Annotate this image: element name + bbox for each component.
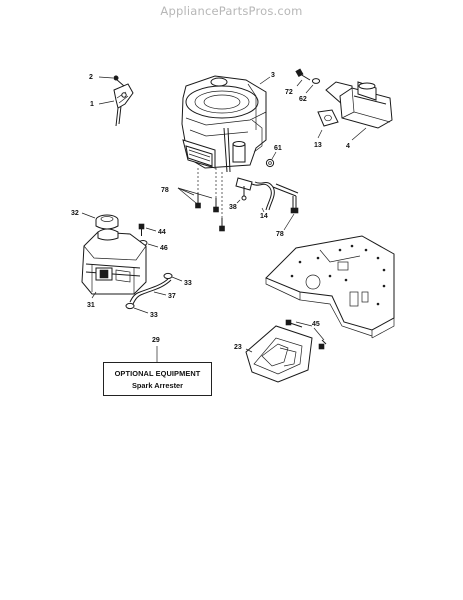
callout-45: 45 [312,321,320,328]
watermark-text: AppliancePartsPros.com [160,4,303,18]
heat-shield-part-23 [245,325,313,383]
muffler-part-4 [317,81,393,129]
washer-part-62 [311,78,321,84]
callout-29: 29 [152,337,160,344]
clamp-part-33-upper [163,272,173,280]
bolts-part-45 [285,319,327,350]
callout-1: 1 [90,101,94,108]
callout-46: 46 [160,245,168,252]
bolt-part-72 [295,68,311,81]
callout-4: 4 [346,143,350,150]
callout-2: 2 [89,74,93,81]
bracket-part-1 [113,83,134,127]
bolts-part-78-left [195,168,225,232]
optional-equipment-title: OPTIONAL EQUIPMENT [114,369,201,378]
screw-part-2 [113,75,125,87]
callout-23: 23 [234,344,242,351]
callout-33-lower: 33 [150,312,158,319]
fuel-valve-part-38 [235,177,253,201]
fuel-line-part-37 [129,278,172,305]
callout-32: 32 [71,210,79,217]
callout-33-upper: 33 [184,280,192,287]
nut-part-61 [265,158,275,168]
callout-14: 14 [260,213,268,220]
callout-78-left: 78 [161,187,169,194]
callout-61: 61 [274,145,282,152]
callout-3: 3 [271,72,275,79]
fuel-line-part-14 [251,181,299,211]
chassis-frame [265,235,395,339]
bolt-part-78-right [290,196,299,214]
callout-31: 31 [87,302,95,309]
bolt-part-44 [138,223,145,236]
callout-13: 13 [314,142,322,149]
callout-72: 72 [285,89,293,96]
fuel-tank-part-31 [81,228,147,295]
clamp-part-33-lower [125,302,135,310]
callout-62: 62 [299,96,307,103]
fuel-cap-part-32 [95,214,119,230]
callout-38: 38 [229,204,237,211]
callout-44: 44 [158,229,166,236]
optional-equipment-box: OPTIONAL EQUIPMENT Spark Arrester [103,362,212,396]
engine-part-3 [181,75,267,173]
spark-arrester-label: Spark Arrester [131,381,184,390]
callout-37: 37 [168,293,176,300]
callout-78-right: 78 [276,231,284,238]
